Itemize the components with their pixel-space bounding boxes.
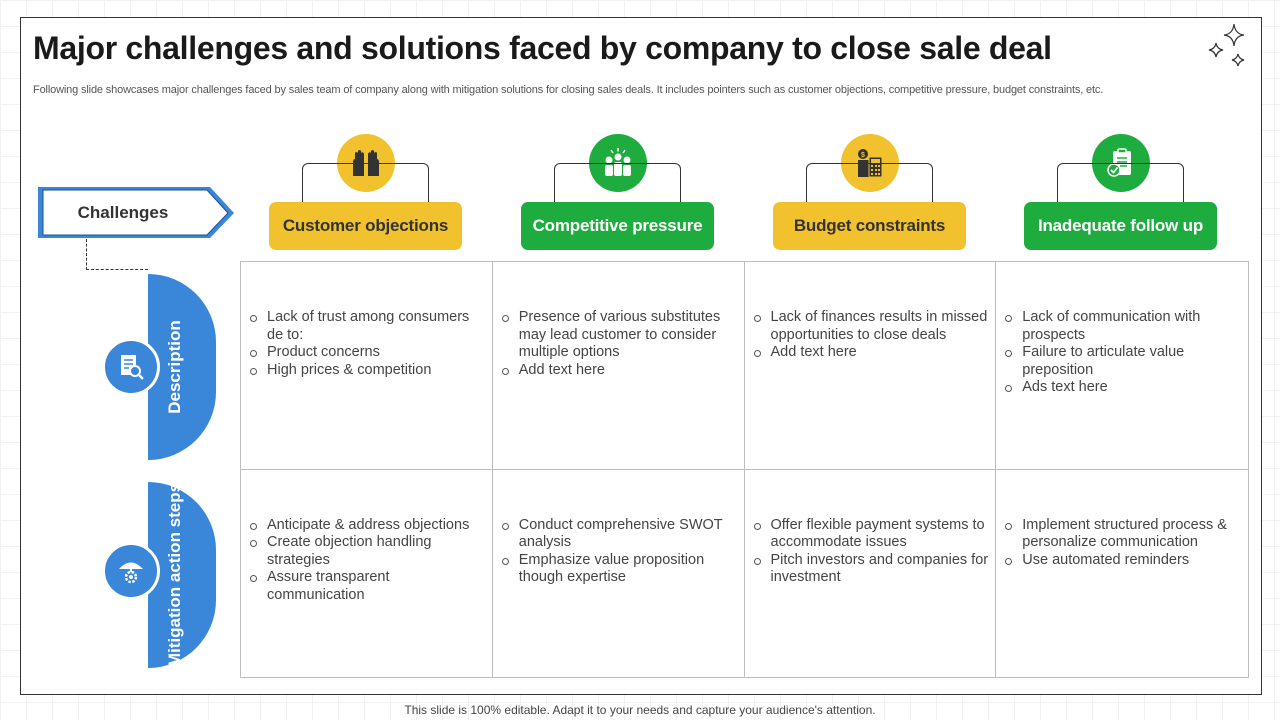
bullet-item: Use automated reminders (1004, 552, 1242, 570)
row-label-text: Description (165, 320, 184, 414)
cell-mitigation-competitive-pressure: Conduct comprehensive SWOT analysis Emph… (493, 469, 745, 677)
bullet-list: Lack of trust among consumers de to: Pro… (249, 309, 486, 379)
bullet-item: Product concerns (249, 344, 486, 362)
header-competitive-pressure: Competitive pressure (521, 202, 714, 250)
bullet-list: Lack of communication with prospects Fai… (1004, 309, 1242, 397)
challenges-arrow-shape (38, 187, 234, 238)
bullet-list: Anticipate & address objections Create o… (249, 517, 486, 605)
bullet-item: Add text here (501, 362, 738, 380)
row-label-text: Mitigation action steps (165, 482, 184, 668)
cell-description-inadequate-follow-up: Lack of communication with prospects Fai… (996, 262, 1248, 470)
bullet-item: Lack of communication with prospects (1004, 309, 1242, 344)
header-bracket (302, 163, 429, 203)
bullet-item: Assure transparent communication (249, 569, 486, 604)
cell-mitigation-inadequate-follow-up: Implement structured process & personali… (996, 470, 1248, 678)
umbrella-gear-icon (102, 542, 160, 600)
bullet-item: Ads text here (1004, 379, 1242, 397)
sparkle-icon (1208, 23, 1245, 67)
bullet-list: Implement structured process & personali… (1004, 517, 1242, 570)
bullet-item: Presence of various substitutes may lead… (501, 309, 738, 362)
cell-description-customer-objections: Lack of trust among consumers de to: Pro… (241, 262, 493, 470)
page-subtitle: Following slide showcases major challeng… (33, 84, 1104, 96)
bullet-item: Lack of finances results in missed oppor… (753, 309, 990, 344)
bullet-item: Offer flexible payment systems to accomm… (753, 517, 990, 552)
bullet-item: High prices & competition (249, 362, 486, 380)
bullet-item: Add text here (753, 344, 990, 362)
bullet-item: Pitch investors and companies for invest… (753, 552, 990, 587)
cell-description-competitive-pressure: Presence of various substitutes may lead… (492, 262, 745, 470)
header-bracket (806, 163, 933, 203)
bullet-list: Offer flexible payment systems to accomm… (753, 517, 990, 587)
bullet-list: Lack of finances results in missed oppor… (753, 309, 990, 362)
page-title: Major challenges and solutions faced by … (33, 30, 1052, 66)
bullet-item: Lack of trust among consumers de to: (249, 309, 486, 344)
slide: Major challenges and solutions faced by … (20, 17, 1262, 695)
bullet-item: Conduct comprehensive SWOT analysis (501, 517, 738, 552)
svg-text:$: $ (861, 152, 865, 159)
header-bracket (1057, 163, 1184, 203)
bullet-item: Failure to articulate value preposition (1004, 344, 1242, 379)
header-customer-objections: Customer objections (269, 202, 462, 250)
bullet-item: Emphasize value proposition though exper… (501, 552, 738, 587)
dashed-connector (86, 239, 148, 270)
cell-description-budget-constraints: Lack of finances results in missed oppor… (744, 262, 997, 470)
header-inadequate-follow-up: Inadequate follow up (1024, 202, 1217, 250)
challenges-label: Challenges (38, 187, 234, 238)
bullet-item: Anticipate & address objections (249, 517, 486, 535)
footer-note: This slide is 100% editable. Adapt it to… (404, 703, 876, 717)
bullet-list: Presence of various substitutes may lead… (501, 309, 738, 379)
cell-mitigation-customer-objections: Anticipate & address objections Create o… (241, 469, 493, 677)
header-budget-constraints: Budget constraints (773, 202, 966, 250)
bullet-list: Conduct comprehensive SWOT analysis Emph… (501, 517, 738, 587)
document-search-icon (102, 338, 160, 396)
bullet-item: Create objection handling strategies (249, 534, 486, 569)
bullet-item: Implement structured process & personali… (1004, 517, 1242, 552)
header-bracket (554, 163, 681, 203)
challenge-grid: Lack of trust among consumers de to: Pro… (240, 261, 1249, 678)
cell-mitigation-budget-constraints: Offer flexible payment systems to accomm… (745, 469, 997, 677)
